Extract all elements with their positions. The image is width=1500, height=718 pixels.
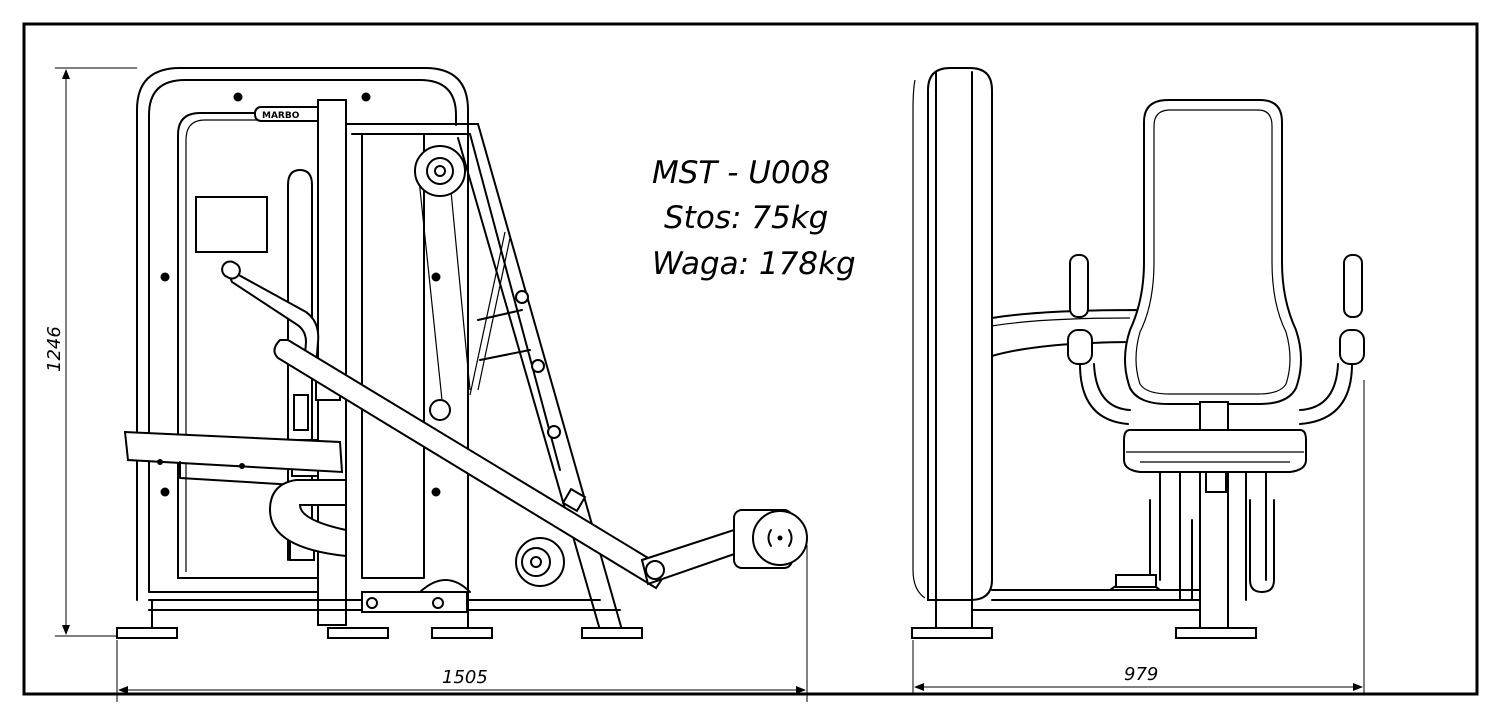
seat-pad: [123, 430, 344, 474]
front-base: [971, 589, 1201, 611]
width-dimension: 979: [912, 380, 1365, 695]
foot: [911, 627, 993, 639]
foot-rest: [419, 579, 471, 593]
lever-arm: [273, 339, 670, 590]
height-dimension: 1246: [44, 67, 137, 637]
handle-right: [1343, 254, 1363, 318]
back-rest: [1124, 99, 1302, 405]
seat-post: [1199, 471, 1229, 633]
side-view: MARBO: [116, 67, 808, 639]
foot: [116, 627, 178, 639]
frame-inner: [148, 79, 457, 593]
stack-label: Stos: 75kg: [664, 200, 828, 236]
frame-bolt: [160, 487, 170, 497]
model-label: MST - U008: [652, 155, 830, 191]
frame-bolt: [233, 92, 243, 102]
foot: [431, 627, 493, 639]
seat-support: [268, 479, 347, 558]
foot: [1175, 627, 1257, 639]
sheet-border: [22, 22, 1479, 696]
frame-bolt: [160, 272, 170, 282]
guide-rod: [287, 169, 313, 561]
spec-text: MST - U008 Stos: 75kg Waga: 178kg: [652, 155, 856, 282]
weight-label: Waga: 178kg: [652, 246, 856, 282]
frame-bolt: [361, 92, 371, 102]
cable: [417, 159, 511, 401]
frame-panel: [177, 112, 321, 579]
front-frame: [927, 67, 993, 601]
handle-left: [1069, 254, 1089, 318]
frame-bolt: [431, 487, 441, 497]
height-label: 1246: [44, 326, 65, 372]
width-label: 979: [1124, 664, 1158, 685]
length-label: 1505: [442, 667, 488, 688]
front-view: [911, 67, 1365, 639]
foot: [327, 627, 389, 639]
instruction-placard: [195, 196, 268, 253]
foot: [581, 627, 643, 639]
front-seat: [1123, 429, 1307, 473]
frame-outer: [136, 67, 469, 601]
frame-bolt: [431, 272, 441, 282]
arm-rail: [991, 309, 1141, 357]
carriage-frame: [345, 123, 479, 579]
brand-text: MARBO: [262, 111, 300, 121]
length-dimension: 1505: [116, 545, 808, 702]
